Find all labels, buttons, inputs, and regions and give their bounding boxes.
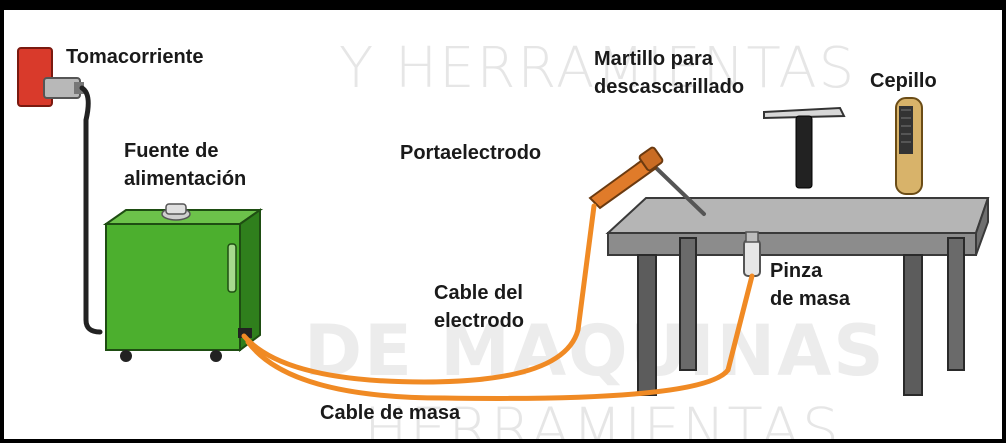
clamp-label-line1: Pinza xyxy=(770,260,823,282)
wire-brush-icon xyxy=(895,97,923,195)
outlet-label: Tomacorriente xyxy=(66,46,204,68)
hammer-label-line2: descascarillado xyxy=(594,76,745,98)
work-table-icon xyxy=(605,197,990,396)
ground-cable-label: Cable de masa xyxy=(320,402,461,424)
power-source-label-line2: alimentación xyxy=(124,168,247,190)
electrode-cable-label-line2: electrodo xyxy=(434,310,525,332)
watermark-text-bottom: HERRAMIENTAS xyxy=(364,395,841,443)
watermark-text-top: Y HERRAMIENTAS xyxy=(339,36,857,101)
brush-label: Cepillo xyxy=(870,70,937,92)
power-source-label-line1: Fuente de xyxy=(124,140,219,162)
welding-setup-illustration xyxy=(17,47,990,401)
power-cord xyxy=(79,85,103,335)
welding-machine-icon xyxy=(102,203,264,362)
electrode-cable xyxy=(241,203,597,385)
outlet-icon xyxy=(17,47,84,107)
ground-cable xyxy=(245,273,755,401)
watermark-text-middle: DE MAQUINAS xyxy=(304,310,886,392)
ground-clamp-icon xyxy=(743,231,761,277)
clamp-label-line2: de masa xyxy=(770,288,851,310)
hammer-label-line1: Martillo para xyxy=(594,48,713,70)
chipping-hammer-icon xyxy=(763,106,846,189)
electrode-holder-label: Portaelectrodo xyxy=(400,142,542,164)
electrode-cable-label-line1: Cable del xyxy=(434,282,523,304)
electrode-holder-icon xyxy=(588,146,706,216)
